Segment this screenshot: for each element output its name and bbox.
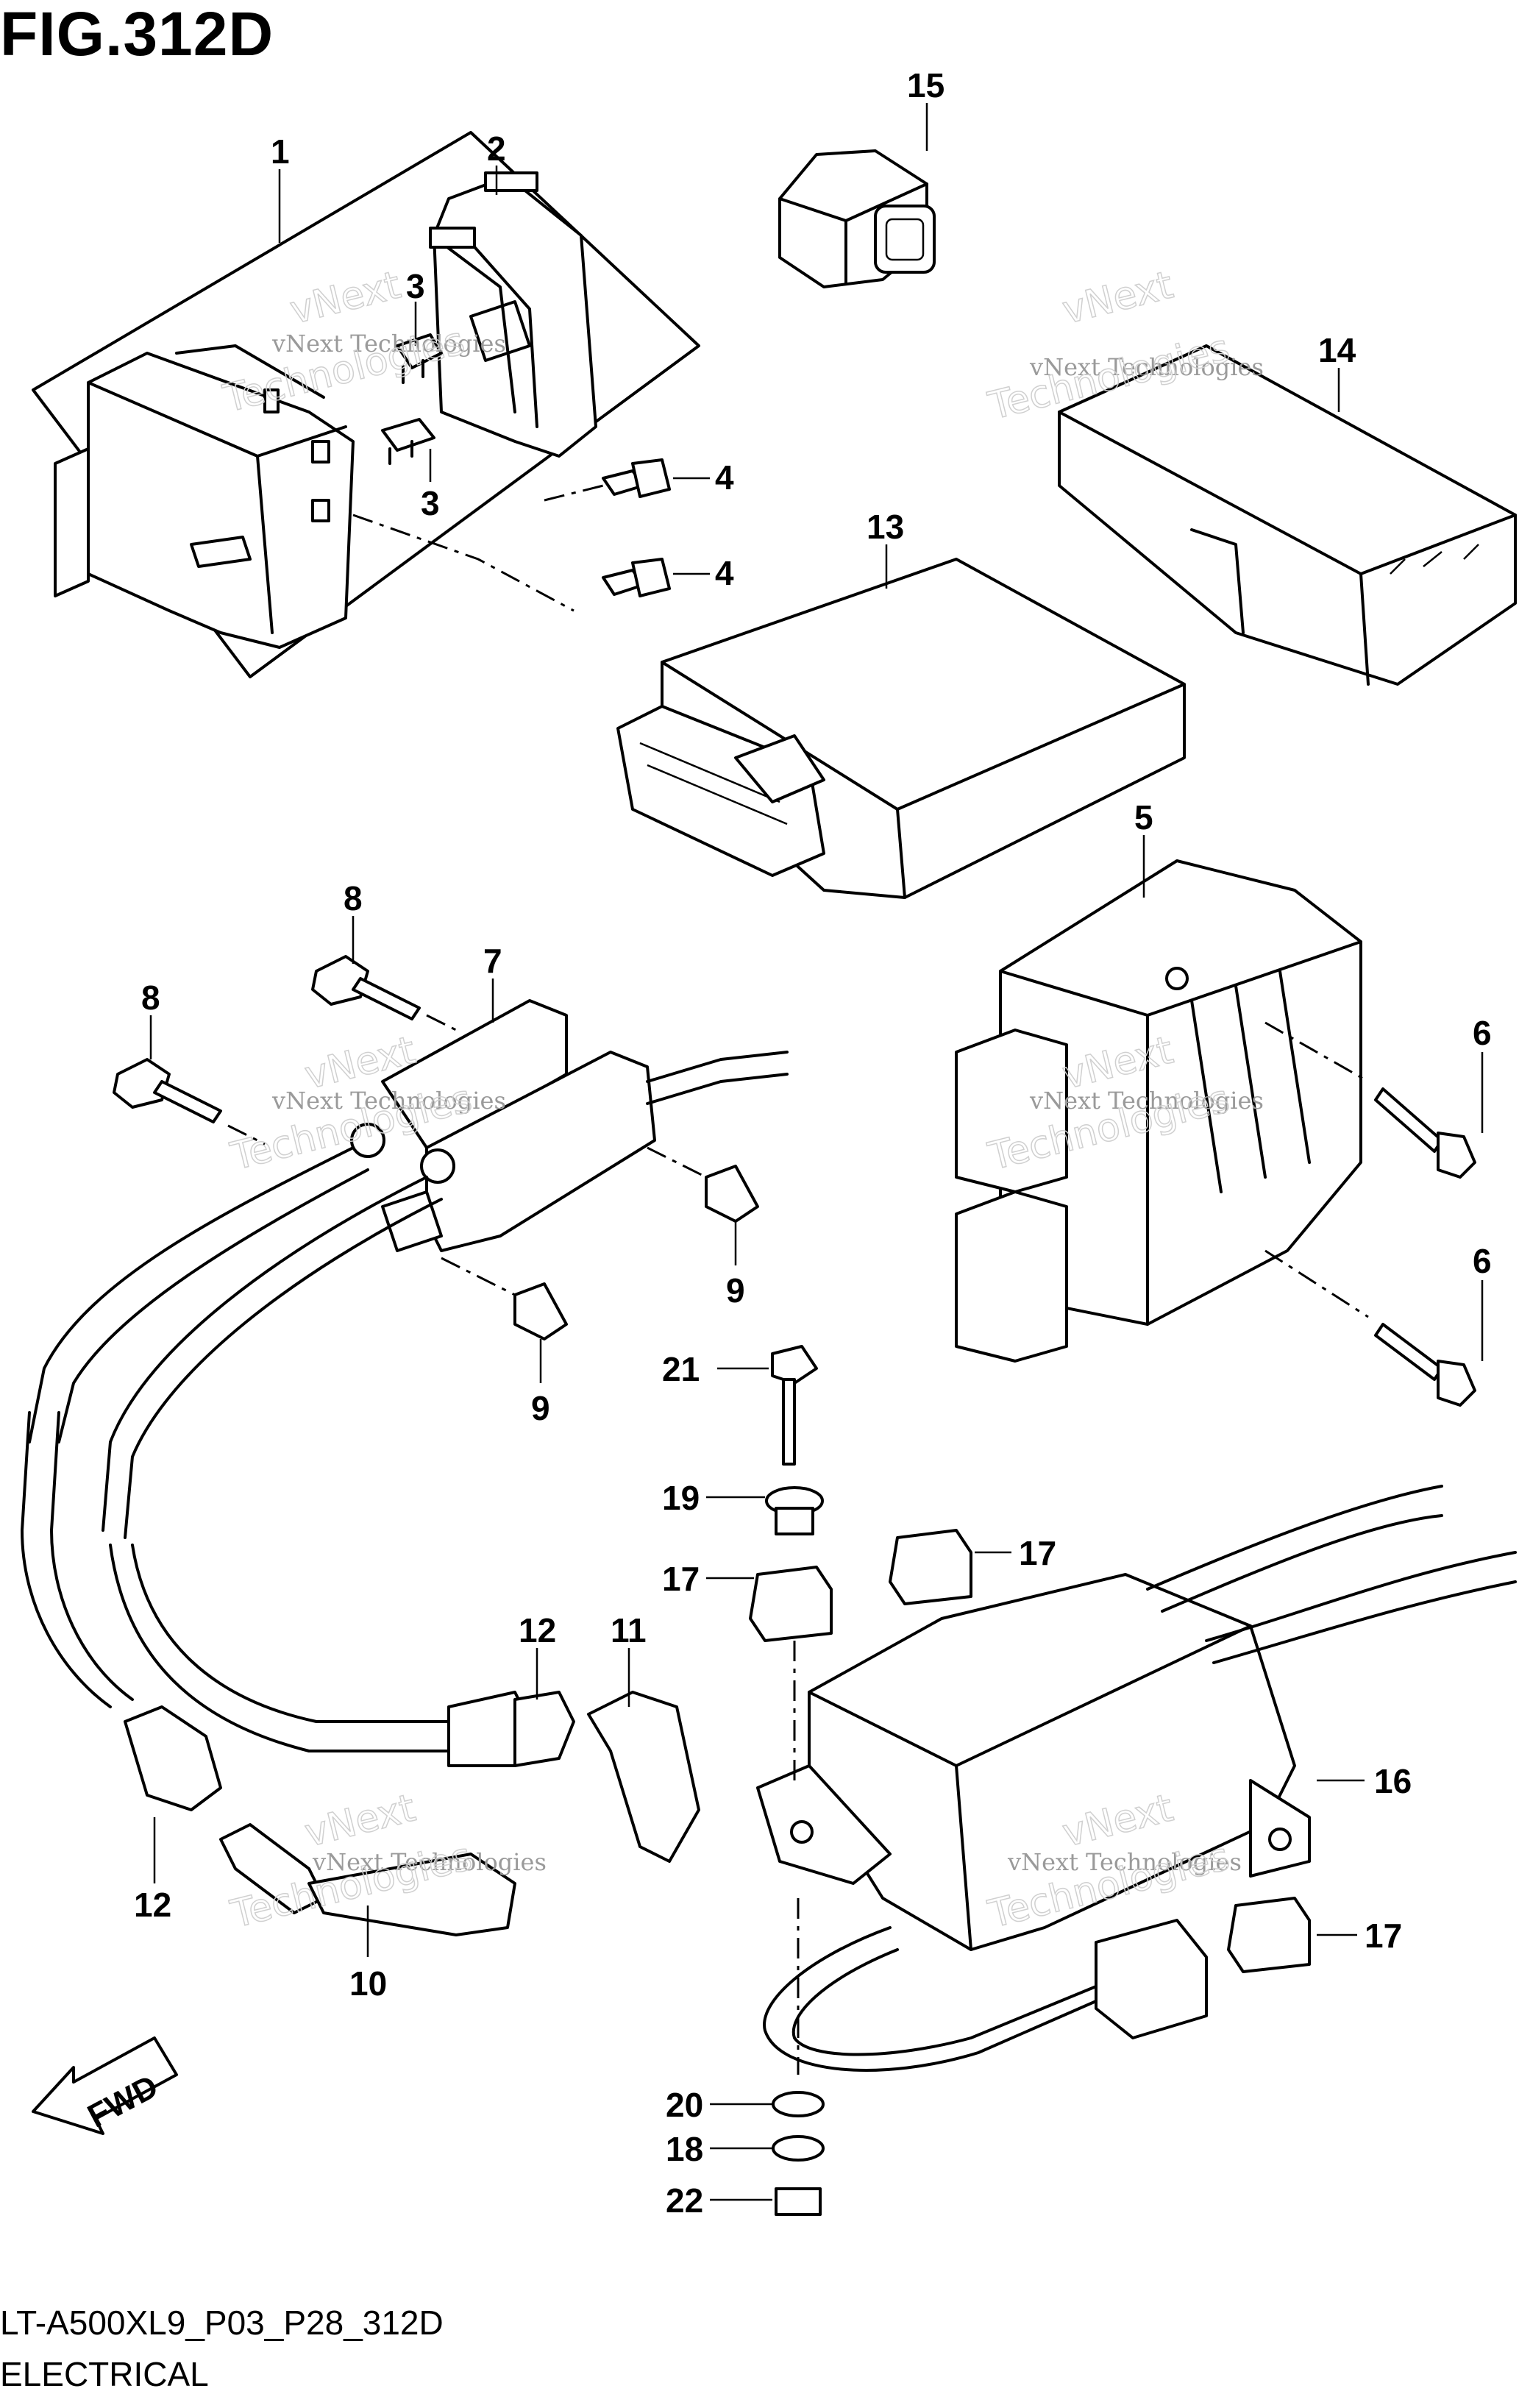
callout-11: 11: [611, 1611, 647, 1649]
watermark-outline: vNext: [286, 263, 405, 333]
plug-caps: [124, 1691, 700, 1936]
part-15-connector: [778, 149, 936, 288]
part-13-ecm: [616, 558, 1186, 899]
callout-7: 7: [483, 942, 502, 980]
part-14-cover: [1058, 344, 1517, 686]
watermark-text: vNext Technologies: [1029, 353, 1264, 381]
watermark-outline: vNext: [1059, 263, 1178, 333]
part-5-regulator: [955, 859, 1362, 1363]
relay-assembly-group: [32, 131, 700, 678]
leader-lines: [149, 103, 1484, 2201]
callout-8: 8: [141, 979, 160, 1017]
figure-title: FIG.312D: [0, 0, 274, 68]
callout-12: 12: [519, 1611, 556, 1649]
callout-1: 1: [271, 132, 290, 171]
section-name: ELECTRICAL: [0, 2355, 209, 2393]
watermark-text: vNext Technologies: [1029, 1087, 1264, 1115]
callout-4: 4: [715, 458, 734, 497]
callout-17: 17: [1365, 1917, 1402, 1955]
callout-13: 13: [867, 508, 904, 546]
callout-17: 17: [1019, 1534, 1056, 1572]
watermark-text: vNext Technologies: [271, 330, 506, 358]
fwd-arrow-icon: FWD: [32, 2036, 178, 2135]
callout-6: 6: [1473, 1242, 1492, 1280]
part-9-spacers: [441, 1146, 759, 1340]
callout-5: 5: [1134, 798, 1153, 837]
watermark-text: vNext Technologies: [312, 1848, 547, 1876]
callout-6: 6: [1473, 1014, 1492, 1052]
callout-4: 4: [715, 554, 734, 592]
callout-10: 10: [349, 1964, 387, 2003]
callout-16: 16: [1374, 1762, 1412, 1800]
model-code: LT-A500XL9_P03_P28_312D: [0, 2304, 444, 2342]
callout-8: 8: [344, 879, 363, 917]
watermark-text: vNext Technologies: [1007, 1848, 1242, 1876]
callout-18: 18: [666, 2130, 703, 2168]
callout-2: 2: [487, 129, 506, 168]
callout-9: 9: [531, 1389, 550, 1427]
callouts: 1 2 3 3 4 4 5 6 6 7 8 8 9 9 10 11 12 12 …: [134, 66, 1492, 2220]
callout-17: 17: [662, 1560, 700, 1598]
part-8-bolts: [113, 955, 457, 1146]
part-6-bolts: [1264, 1021, 1476, 1407]
callout-3: 3: [406, 267, 425, 305]
callout-3: 3: [421, 484, 440, 522]
part-7-ignition-coil: [21, 999, 789, 1752]
callout-15: 15: [907, 66, 945, 104]
callout-12: 12: [134, 1886, 171, 1924]
watermark-text: vNext Technologies: [271, 1087, 506, 1115]
grommets-and-hardware: [749, 1345, 1311, 2216]
watermark-outline: vNext: [301, 1786, 420, 1856]
callout-9: 9: [726, 1271, 745, 1310]
callout-14: 14: [1318, 331, 1356, 369]
callout-20: 20: [666, 2086, 703, 2124]
part-16-control-unit: [756, 1485, 1517, 2072]
callout-19: 19: [662, 1479, 700, 1517]
callout-22: 22: [666, 2181, 703, 2220]
callout-21: 21: [662, 1350, 700, 1388]
